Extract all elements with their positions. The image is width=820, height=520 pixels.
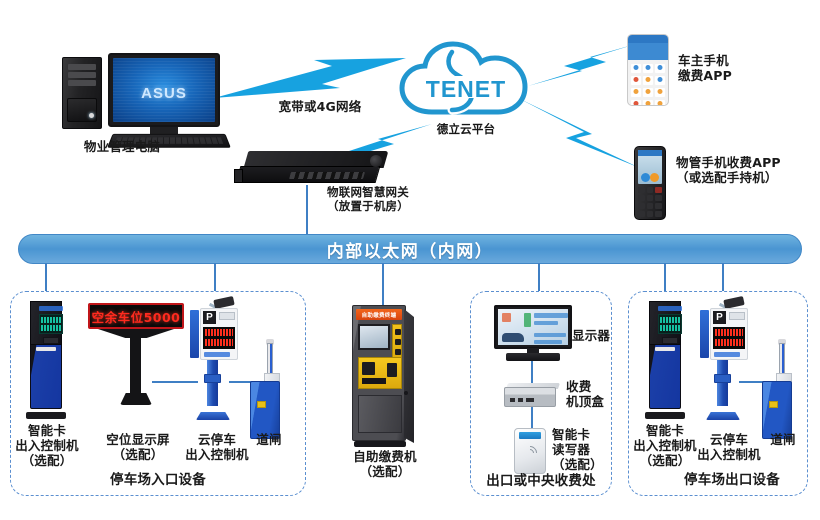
drop-line-exit-kiosk bbox=[664, 263, 666, 291]
entrance-device-label-1: 空位显示屏 （选配） bbox=[106, 432, 170, 462]
cloud-logo-text: TENET bbox=[425, 76, 507, 102]
booth-equipment-group bbox=[470, 291, 612, 496]
entrance-cloud-park-controller[interactable]: P bbox=[190, 296, 242, 420]
monitor-neck bbox=[150, 127, 178, 137]
pay-kiosk-header-text: 自助缴费终端 bbox=[361, 312, 397, 319]
pc-monitor: ASUS bbox=[108, 53, 220, 127]
entrance-device-label-3: 道闸 bbox=[256, 432, 282, 447]
exit-device-label-0: 智能卡 出入控制机 （选配） bbox=[633, 423, 697, 468]
booth-set-top-box bbox=[504, 383, 561, 409]
booth-monitor bbox=[494, 305, 572, 361]
smartcard-reader[interactable] bbox=[514, 428, 548, 476]
booth-link-stb-to-reader bbox=[531, 407, 533, 429]
booth-link-monitor-to-stb bbox=[531, 361, 533, 385]
pc-tower bbox=[62, 57, 102, 129]
entrance-equipment-group bbox=[10, 291, 306, 496]
tenet-cloud-logo: TENET bbox=[396, 36, 536, 128]
gateway-label: 物联网智慧网关 （放置于机房） bbox=[327, 185, 409, 213]
entrance-link-sign-to-cpc bbox=[152, 381, 198, 383]
drop-line-entrance-cpc bbox=[214, 263, 216, 291]
drop-line-exit-cpc bbox=[722, 263, 724, 291]
booth-device-label-2: 智能卡 读写器 （选配） bbox=[552, 427, 603, 472]
booth-device-label-0: 显示器 bbox=[572, 328, 611, 343]
exit-link-cpc-to-gate bbox=[739, 381, 775, 383]
ethernet-backbone-bar: 内部以太网（内网） bbox=[18, 234, 802, 264]
exit-device-label-2: 道闸 bbox=[770, 432, 796, 447]
ethernet-bar-label: 内部以太网（内网） bbox=[326, 241, 494, 262]
exit-cloud-park-controller[interactable]: P bbox=[700, 296, 752, 420]
lightning-bolt-cloud-to-manager-app bbox=[518, 98, 640, 168]
entrance-barrier-gate[interactable] bbox=[250, 339, 286, 439]
payment-kiosk-label: 自助缴费机 （选配） bbox=[353, 449, 417, 479]
gateway-to-ethernet-line bbox=[306, 185, 308, 235]
exit-group-title: 停车场出口设备 bbox=[684, 472, 780, 488]
entrance-device-label-0: 智能卡 出入控制机 （选配） bbox=[15, 423, 79, 468]
exit-smartcard-kiosk[interactable] bbox=[645, 301, 685, 419]
manager-app-label: 物管手机收费APP （或选配手持机） bbox=[676, 155, 781, 185]
drop-line-booth bbox=[538, 263, 540, 291]
drop-line-pay-kiosk bbox=[382, 263, 384, 305]
network-link-label: 宽带或4G网络 bbox=[278, 99, 362, 114]
entrance-group-title: 停车场入口设备 bbox=[110, 472, 206, 488]
exit-device-label-1: 云停车 出入控制机 bbox=[697, 432, 761, 462]
iot-gateway-device bbox=[234, 151, 389, 185]
entrance-device-label-2: 云停车 出入控制机 bbox=[185, 432, 249, 462]
exit-barrier-gate[interactable] bbox=[762, 339, 798, 439]
self-service-payment-kiosk[interactable]: 自助缴费终端 bbox=[352, 305, 414, 447]
owner-app-label: 车主手机 缴费APP bbox=[678, 53, 732, 83]
lightning-bolt-gateway-to-cloud bbox=[320, 124, 432, 166]
monitor-brand-text: ASUS bbox=[141, 84, 187, 102]
owner-phone bbox=[627, 34, 669, 106]
vacancy-display-sign: 空余车位5000 bbox=[88, 303, 184, 405]
booth-device-label-1: 收费 机顶盒 bbox=[566, 379, 605, 409]
cloud-caption: 德立云平台 bbox=[436, 122, 496, 136]
manager-handheld-device bbox=[634, 146, 666, 220]
lightning-bolt-cloud-to-owner-app bbox=[528, 44, 636, 86]
lightning-bolt-pc-to-cloud bbox=[214, 58, 406, 98]
exit-equipment-group bbox=[628, 291, 808, 496]
entrance-smartcard-kiosk[interactable] bbox=[26, 301, 66, 419]
booth-group-title: 出口或中央收费处 bbox=[486, 473, 596, 489]
pc-label: 物业管理电脑 bbox=[83, 139, 161, 154]
entrance-link-cpc-to-gate bbox=[229, 381, 265, 383]
drop-line-entrance-kiosk bbox=[45, 263, 47, 291]
vacancy-led-text: 空余车位5000 bbox=[91, 309, 181, 325]
